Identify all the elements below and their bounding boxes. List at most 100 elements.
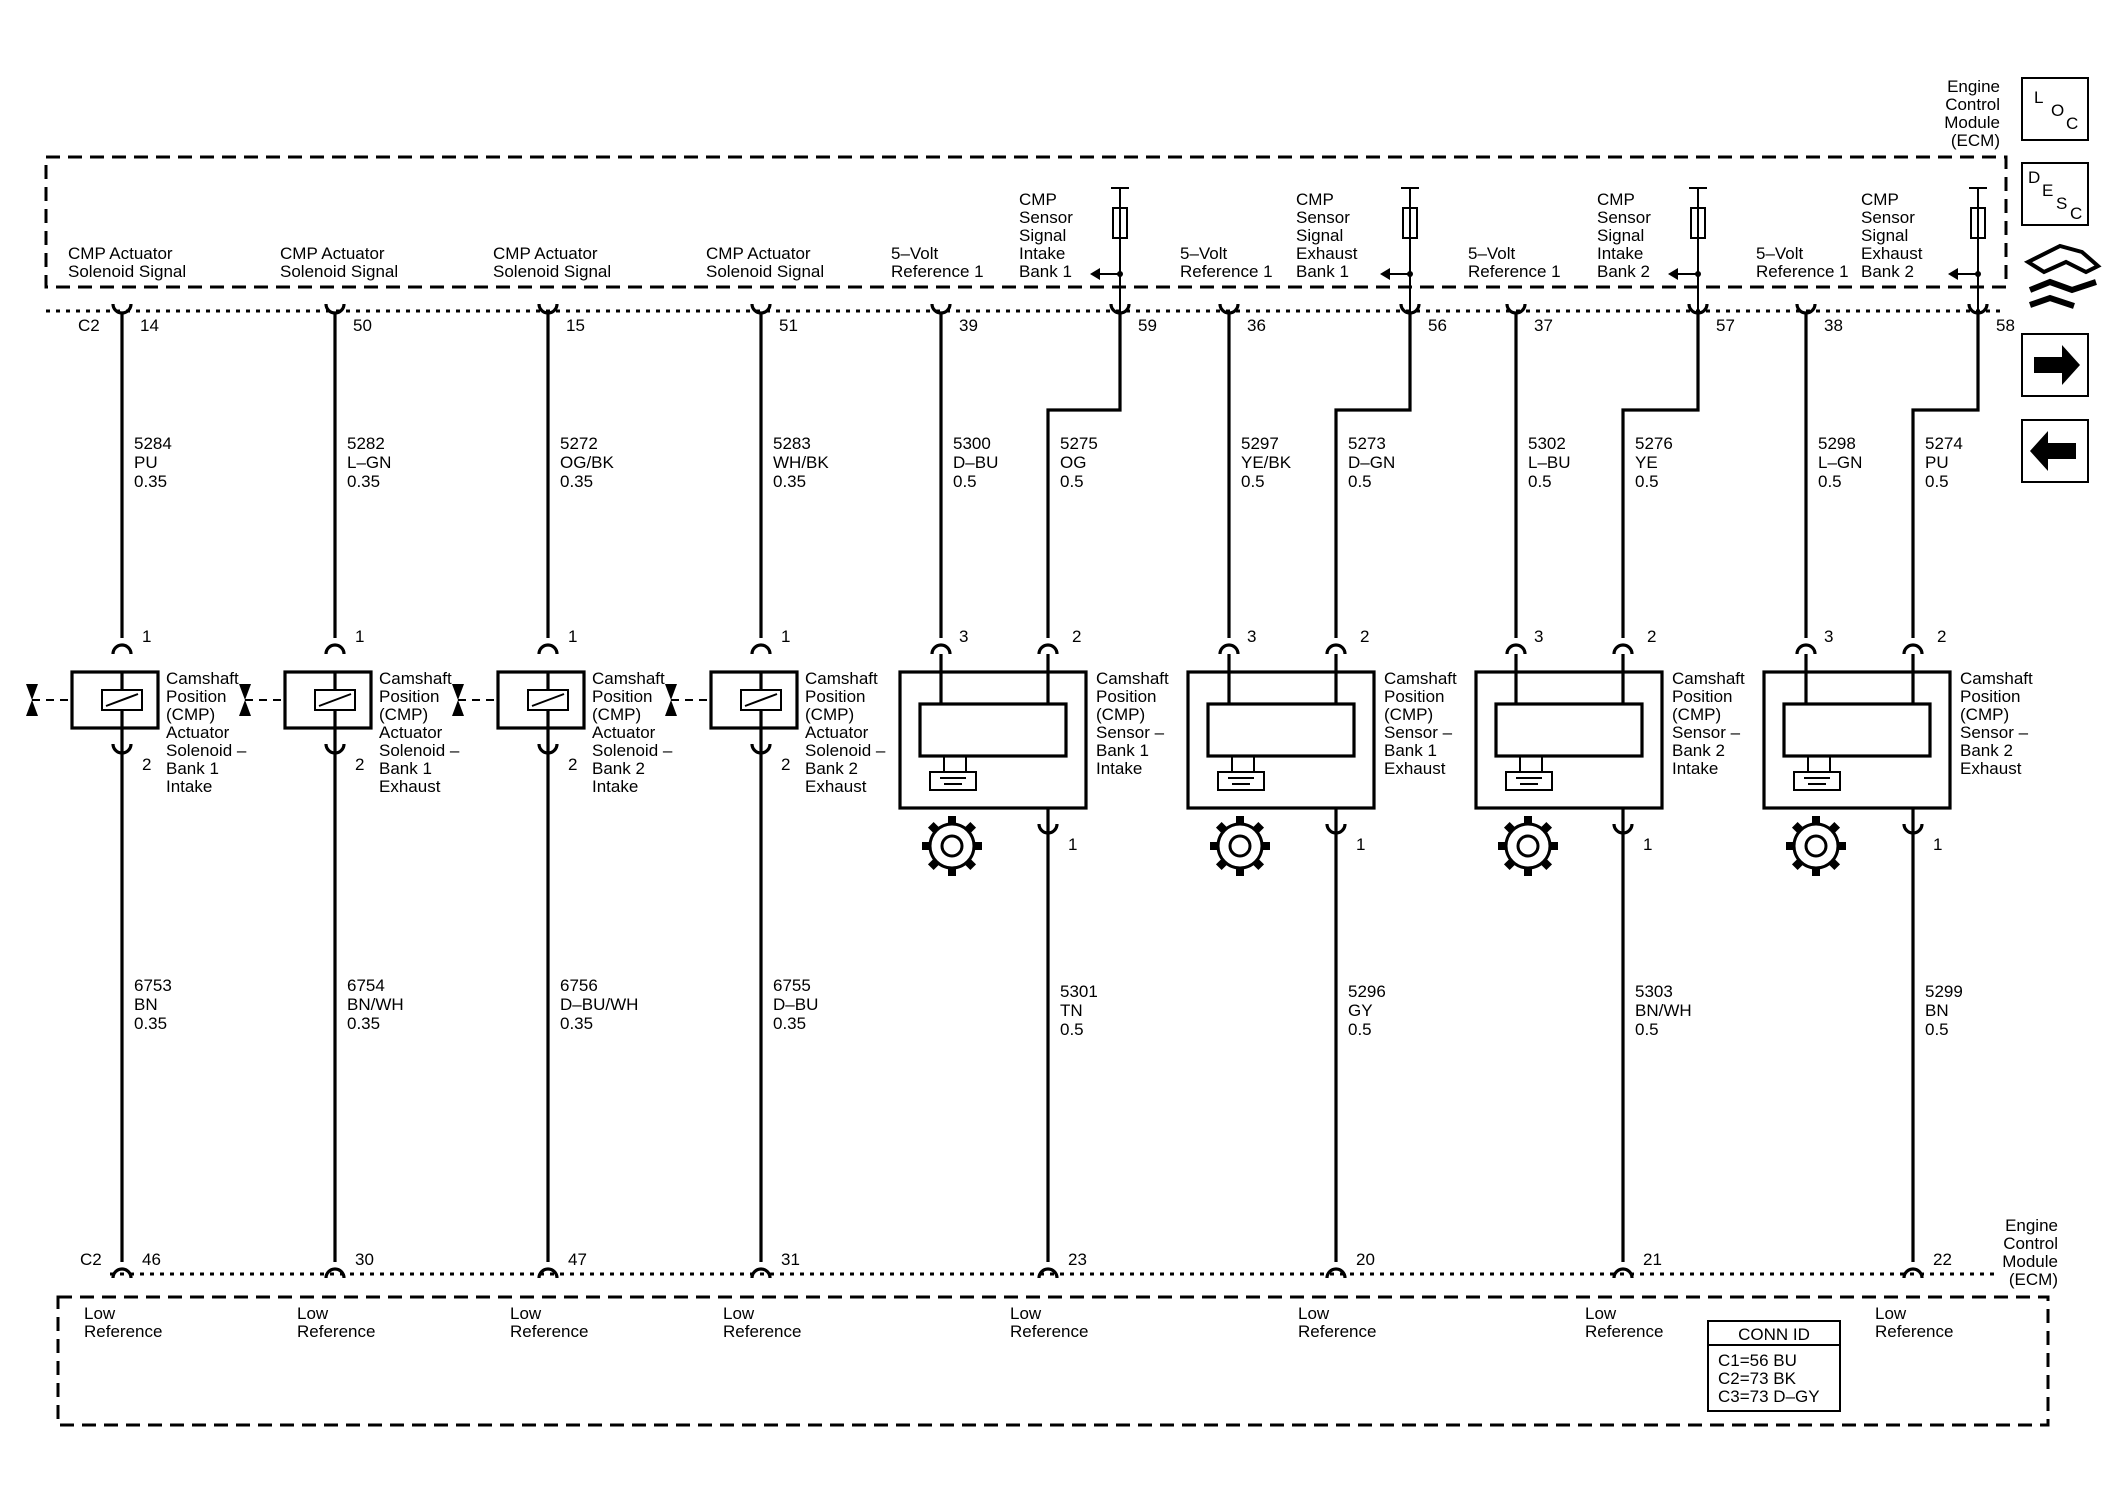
pin-number: 1 <box>568 627 577 646</box>
conn-id-frame <box>1707 1320 1841 1412</box>
connector-id-label: C2 <box>78 316 100 335</box>
circuit-wire <box>1621 312 1700 638</box>
sensor-connector-cup <box>1902 643 1924 655</box>
bottom-connector-cup <box>750 1267 772 1279</box>
pin-number: 51 <box>779 316 798 335</box>
wire-label: 0.5 <box>1348 1020 1372 1039</box>
wire-label: 5298 <box>1818 434 1856 453</box>
gear-teeth <box>922 816 982 876</box>
gear-icon <box>1498 816 1558 876</box>
signal-label: 5–Volt <box>1468 244 1516 263</box>
loc-letter: O <box>2051 101 2064 120</box>
wire-label: OG <box>1060 453 1086 472</box>
signal-label: Low <box>1298 1304 1330 1323</box>
bottom-connector-cup <box>1902 1267 1924 1279</box>
signal-label: 5–Volt <box>1180 244 1228 263</box>
next-button[interactable] <box>2021 333 2089 397</box>
loc-button[interactable] <box>2021 77 2089 141</box>
pin-number: 1 <box>1933 835 1942 854</box>
signal-label: Solenoid Signal <box>280 262 398 281</box>
gear-icon <box>1786 816 1846 876</box>
component-label: Camshaft <box>592 669 665 688</box>
module-frames <box>44 155 2050 1427</box>
signal-arrow <box>1380 268 1390 280</box>
signal-label: CMP Actuator <box>706 244 811 263</box>
next-button-frame <box>2021 333 2089 397</box>
pin-number: 21 <box>1643 1250 1662 1269</box>
gear-icon <box>922 816 982 876</box>
cmp-sensor <box>1474 670 1664 810</box>
hall-sensor-icon <box>929 771 977 791</box>
wire-label: D–BU <box>953 453 998 472</box>
prev-button[interactable] <box>2021 419 2089 483</box>
wire-label: 0.35 <box>347 1014 380 1033</box>
pin-number: 1 <box>142 627 151 646</box>
component-label: Bank 2 <box>805 759 858 778</box>
pin-number: 36 <box>1247 316 1266 335</box>
wire-label: 0.5 <box>953 472 977 491</box>
component-label: (CMP) <box>805 705 854 724</box>
component-label: Sensor – <box>1672 723 1741 742</box>
wire-label: 0.5 <box>1241 472 1265 491</box>
junction-dot <box>1407 271 1413 277</box>
bottom-connector-cup <box>1037 1267 1059 1279</box>
pin-number: 38 <box>1824 316 1843 335</box>
pin-number: 50 <box>353 316 372 335</box>
wire-label: 0.35 <box>773 1014 806 1033</box>
pin-number: 23 <box>1068 1250 1087 1269</box>
wire-label: PU <box>134 453 158 472</box>
signal-label: Reference <box>84 1322 162 1341</box>
component-label: (CMP) <box>1672 705 1721 724</box>
wire-label: 6753 <box>134 976 172 995</box>
cmp-actuator-solenoid <box>496 670 586 730</box>
signal-label: Low <box>723 1304 755 1323</box>
conn-id-row: C3=73 D–GY <box>1718 1387 1820 1406</box>
component-label: Position <box>1960 687 2020 706</box>
solenoid-coil-slash <box>744 693 778 707</box>
component-label: Exhaust <box>1960 759 2022 778</box>
component-label: Position <box>166 687 226 706</box>
signal-label: Reference 1 <box>1756 262 1849 281</box>
hall-sensor-icon <box>1505 771 1553 791</box>
wire-label: 5273 <box>1348 434 1386 453</box>
pin-number: 1 <box>355 627 364 646</box>
sensor-element <box>1206 702 1356 758</box>
pin-number: 3 <box>959 627 968 646</box>
signal-label: Reference 1 <box>1180 262 1273 281</box>
signal-label: Reference <box>297 1322 375 1341</box>
solenoid-connector-cup <box>324 643 346 655</box>
wire-label: 0.5 <box>1635 472 1659 491</box>
top-connector-cup <box>930 303 952 315</box>
pin-number: 3 <box>1824 627 1833 646</box>
signal-label: CMP <box>1597 190 1635 209</box>
wire-label: 0.5 <box>1925 472 1949 491</box>
signal-label: Intake <box>1597 244 1643 263</box>
pullup-resistor <box>1970 207 1986 239</box>
wire-label: 5283 <box>773 434 811 453</box>
pin-number: 1 <box>1643 835 1652 854</box>
ecm-title: Engine <box>2005 1216 2058 1235</box>
component-label: Bank 2 <box>1672 741 1725 760</box>
signal-label: Solenoid Signal <box>493 262 611 281</box>
wire-label: OG/BK <box>560 453 615 472</box>
component-label: (CMP) <box>592 705 641 724</box>
signal-label: Exhaust <box>1861 244 1923 263</box>
wire-label: 0.35 <box>134 1014 167 1033</box>
signal-label: Reference <box>1875 1322 1953 1341</box>
ecm-title: Control <box>2003 1234 2058 1253</box>
solenoid-connector-cup <box>111 643 133 655</box>
sensor-connector-cup <box>1325 643 1347 655</box>
component-label: (CMP) <box>379 705 428 724</box>
component-label: Exhaust <box>1384 759 1446 778</box>
harness-shape <box>2028 278 2097 294</box>
wire-label: 0.35 <box>560 472 593 491</box>
pin-number: 1 <box>1356 835 1365 854</box>
wire-label: 0.5 <box>1635 1020 1659 1039</box>
desc-button[interactable] <box>2021 162 2089 226</box>
pin-number: 31 <box>781 1250 800 1269</box>
pin-number: 2 <box>142 755 151 774</box>
wiring-harness-icon[interactable] <box>2023 243 2102 309</box>
hall-sensor-icon <box>1804 777 1830 785</box>
